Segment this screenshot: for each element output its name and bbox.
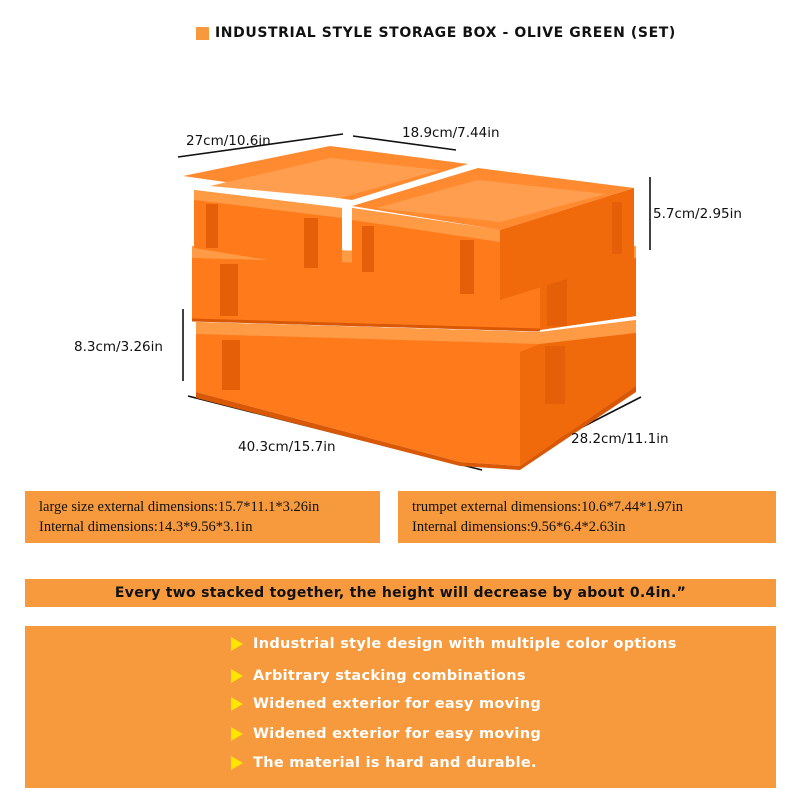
large-width-label: 28.2cm/11.1in (571, 431, 669, 447)
triangle-bullet-icon (231, 756, 243, 770)
small-spec-box: trumpet external dimensions:10.6*7.44*1.… (398, 491, 776, 543)
triangle-bullet-icon (231, 669, 243, 683)
feature-text: Arbitrary stacking combinations (253, 668, 526, 684)
small-length-label: 27cm/10.6in (186, 133, 271, 149)
small-box-left (183, 146, 468, 272)
features-panel: Industrial style design with multiple co… (25, 626, 776, 788)
large-height-label: 8.3cm/3.26in (74, 339, 163, 355)
title-square-icon (196, 26, 209, 40)
small-internal-dimensions: Internal dimensions:9.56*6.4*2.63in (412, 519, 626, 535)
feature-item: Arbitrary stacking combinations (231, 668, 526, 684)
triangle-bullet-icon (231, 727, 243, 741)
feature-item: Widened exterior for easy moving (231, 726, 541, 742)
triangle-bullet-icon (231, 637, 243, 651)
feature-item: The material is hard and durable. (231, 755, 537, 771)
storage-boxes-illustration (177, 133, 651, 471)
small-box-right (352, 168, 634, 300)
large-internal-dimensions: Internal dimensions:14.3*9.56*3.1in (39, 519, 253, 535)
feature-text: Industrial style design with multiple co… (253, 636, 677, 652)
small-width-label: 18.9cm/7.44in (402, 125, 500, 141)
feature-item: Industrial style design with multiple co… (231, 636, 677, 652)
product-title: INDUSTRIAL STYLE STORAGE BOX - OLIVE GRE… (196, 22, 676, 44)
feature-item: Widened exterior for easy moving (231, 696, 541, 712)
small-height-label: 5.7cm/2.95in (653, 206, 742, 222)
feature-text: Widened exterior for easy moving (253, 696, 542, 712)
title-text: INDUSTRIAL STYLE STORAGE BOX - OLIVE GRE… (215, 25, 676, 41)
large-length-label: 40.3cm/15.7in (238, 439, 336, 455)
small-external-dimensions: trumpet external dimensions:10.6*7.44*1.… (412, 499, 684, 515)
triangle-bullet-icon (231, 697, 243, 711)
feature-text: The material is hard and durable. (253, 755, 537, 771)
stacking-note: Every two stacked together, the height w… (25, 579, 776, 607)
large-spec-box: large size external dimensions:15.7*11.1… (25, 491, 380, 543)
large-external-dimensions: large size external dimensions:15.7*11.1… (39, 499, 320, 515)
large-box-bottom (196, 320, 636, 470)
feature-text: Widened exterior for easy moving (253, 726, 542, 742)
